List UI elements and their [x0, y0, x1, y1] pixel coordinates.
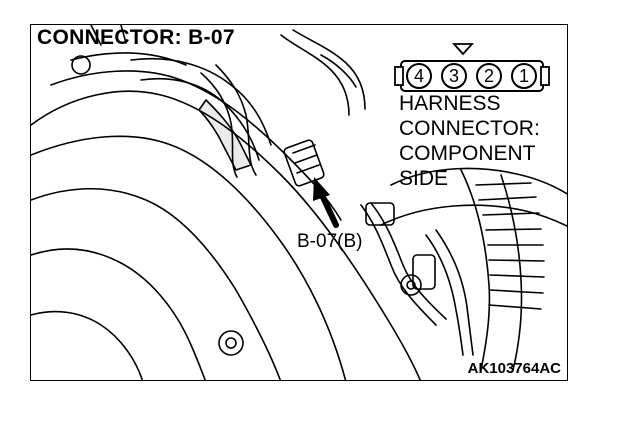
connector-pin-3: [441, 63, 467, 89]
connector-pin-number: 1: [519, 66, 529, 86]
harness-label-line-2: CONNECTOR:: [399, 117, 540, 140]
connector-face-diagram: 4 3 2 1: [394, 43, 550, 92]
connector-pin-number: 3: [449, 66, 459, 86]
connector-pin-number: 4: [414, 66, 424, 86]
intake-manifold: [31, 90, 422, 380]
lock-tab-triangle-icon: [451, 43, 475, 56]
air-duct: [390, 167, 567, 195]
connector-b07-body: [283, 139, 325, 187]
harness-label-line-3: COMPONENT: [399, 142, 536, 165]
connector-pin-1: [511, 63, 537, 89]
engine-bay-illustration: [31, 25, 567, 380]
callout-arrow-icon: [313, 177, 339, 228]
harness-label-line-4: SIDE: [399, 167, 449, 190]
figure-code: AK103764AC: [467, 360, 561, 377]
connector-pin-4: [406, 63, 432, 89]
vacuum-hose: [215, 64, 257, 176]
connector-pin-2: [476, 63, 502, 89]
connector-pin-number: 2: [484, 66, 494, 86]
connector-callout-label: B-07(B): [297, 231, 363, 252]
page-title: CONNECTOR: B-07: [37, 26, 235, 49]
harness-label-line-1: HARNESS: [399, 92, 501, 115]
